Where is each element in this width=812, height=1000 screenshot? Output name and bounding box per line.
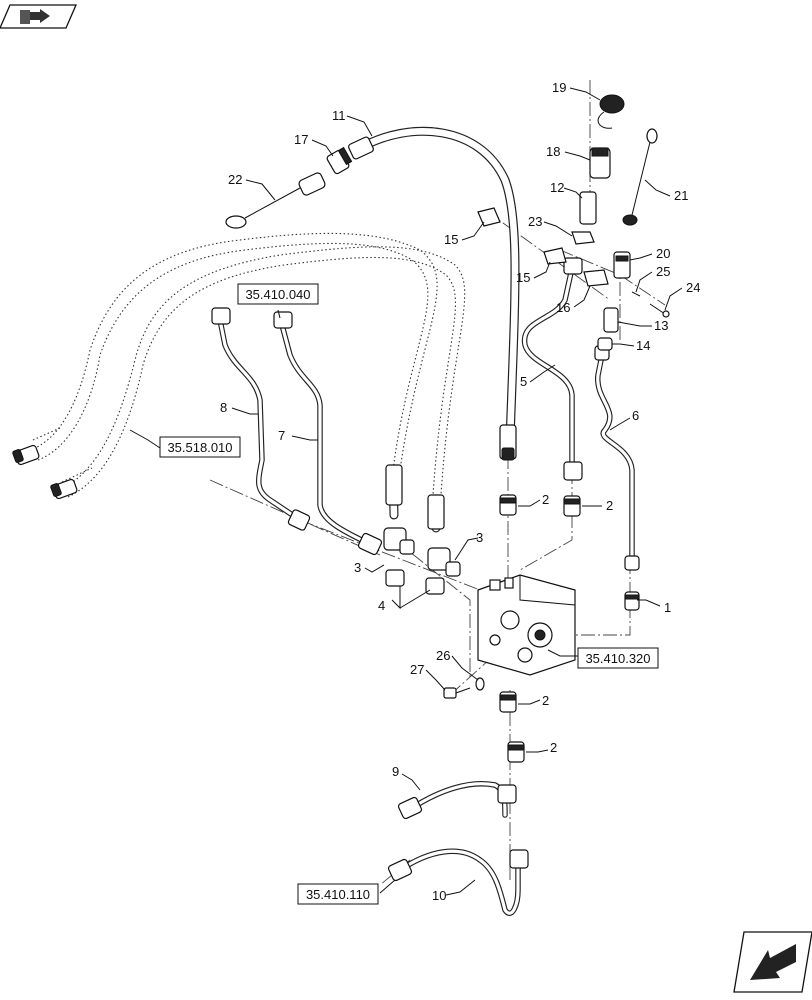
callout-25: 25 [656,264,670,279]
svg-text:35.410.110: 35.410.110 [306,887,370,902]
callout-2-a: 2 [542,492,549,507]
callout-23: 23 [528,214,542,229]
callout-15-a: 15 [444,232,458,247]
clamp-15-lower [543,247,567,265]
dust-plug-22 [225,172,326,229]
coupler-20 [613,251,631,279]
adapter-13 [603,307,619,333]
callout-2-b: 2 [606,498,613,513]
assembly-center-lines [209,80,666,886]
callout-24: 24 [686,280,700,295]
adapter-12 [579,191,597,225]
leader-lines [129,87,683,896]
callout-19: 19 [552,80,566,95]
clamp-15-upper [477,207,501,227]
dust-cap-21 [622,128,658,226]
callout-2-c: 2 [542,693,549,708]
callout-27: 27 [410,662,424,677]
callout-3-a: 3 [476,530,483,545]
callout-8: 8 [220,400,227,415]
adapter-4-left [385,569,405,587]
callout-1: 1 [664,600,671,615]
callout-15-b: 15 [516,270,530,285]
callout-17: 17 [294,132,308,147]
elbow-3-left [383,527,415,555]
bolt-27 [443,687,471,699]
callout-22: 22 [228,172,242,187]
callout-14: 14 [636,338,650,353]
callout-18: 18 [546,144,560,159]
callout-numbers: 1 2 2 2 2 3 3 4 5 6 7 8 9 10 11 12 13 14… [220,80,700,903]
elbow-3-right [427,547,461,577]
callout-21: 21 [674,188,688,203]
callout-9: 9 [392,764,399,779]
callout-6: 6 [632,408,639,423]
callout-4: 4 [378,598,385,613]
fitting-2-a [499,494,517,516]
book-navigation-icon[interactable] [0,4,77,29]
pipe-8 [211,307,311,531]
callout-13: 13 [654,318,668,333]
callout-20: 20 [656,246,670,261]
pipe-5 [521,257,583,481]
callout-26: 26 [436,648,450,663]
callout-5: 5 [520,374,527,389]
hose-11 [348,126,520,461]
fitting-1 [624,591,640,611]
pipe-7 [273,311,383,556]
callout-11: 11 [332,108,346,123]
callout-3-b: 3 [354,560,361,575]
valve-block [477,574,576,676]
clamp-16 [583,269,609,287]
nut-14 [597,337,613,351]
cap-19 [597,94,625,129]
pipe-6 [594,345,640,571]
svg-text:35.410.040: 35.410.040 [245,287,310,302]
hose-end-left-lower [50,478,78,500]
hoses-to-valve-block [385,464,445,533]
ref-box-35-410-110[interactable]: 35.410.110 [297,883,379,905]
fitting-2-c [499,691,517,713]
fitting-2-d [507,741,525,763]
ref-box-35-410-320[interactable]: 35.410.320 [577,647,659,669]
ref-box-35-410-040[interactable]: 35.410.040 [237,283,319,305]
washer-26 [475,677,485,691]
callout-7: 7 [278,428,285,443]
callout-12: 12 [550,180,564,195]
svg-text:35.410.320: 35.410.320 [585,651,650,666]
fitting-2-b [563,495,581,517]
callout-10: 10 [432,888,446,903]
adapter-4-right [425,577,445,595]
nut-23 [571,231,595,245]
ref-box-35-518-010[interactable]: 35.518.010 [159,436,241,458]
bolt-24 [649,303,670,318]
pipe-9 [397,780,517,820]
hose-end-left-upper [12,444,40,466]
svg-text:35.518.010: 35.518.010 [167,440,232,455]
callout-16: 16 [556,300,570,315]
dotted-hoses [29,232,466,511]
pin-25 [631,291,641,297]
coupler-18 [589,147,611,179]
pipe-10 [387,848,529,916]
next-page-arrow-icon[interactable] [733,931,812,993]
callout-2-d: 2 [550,740,557,755]
